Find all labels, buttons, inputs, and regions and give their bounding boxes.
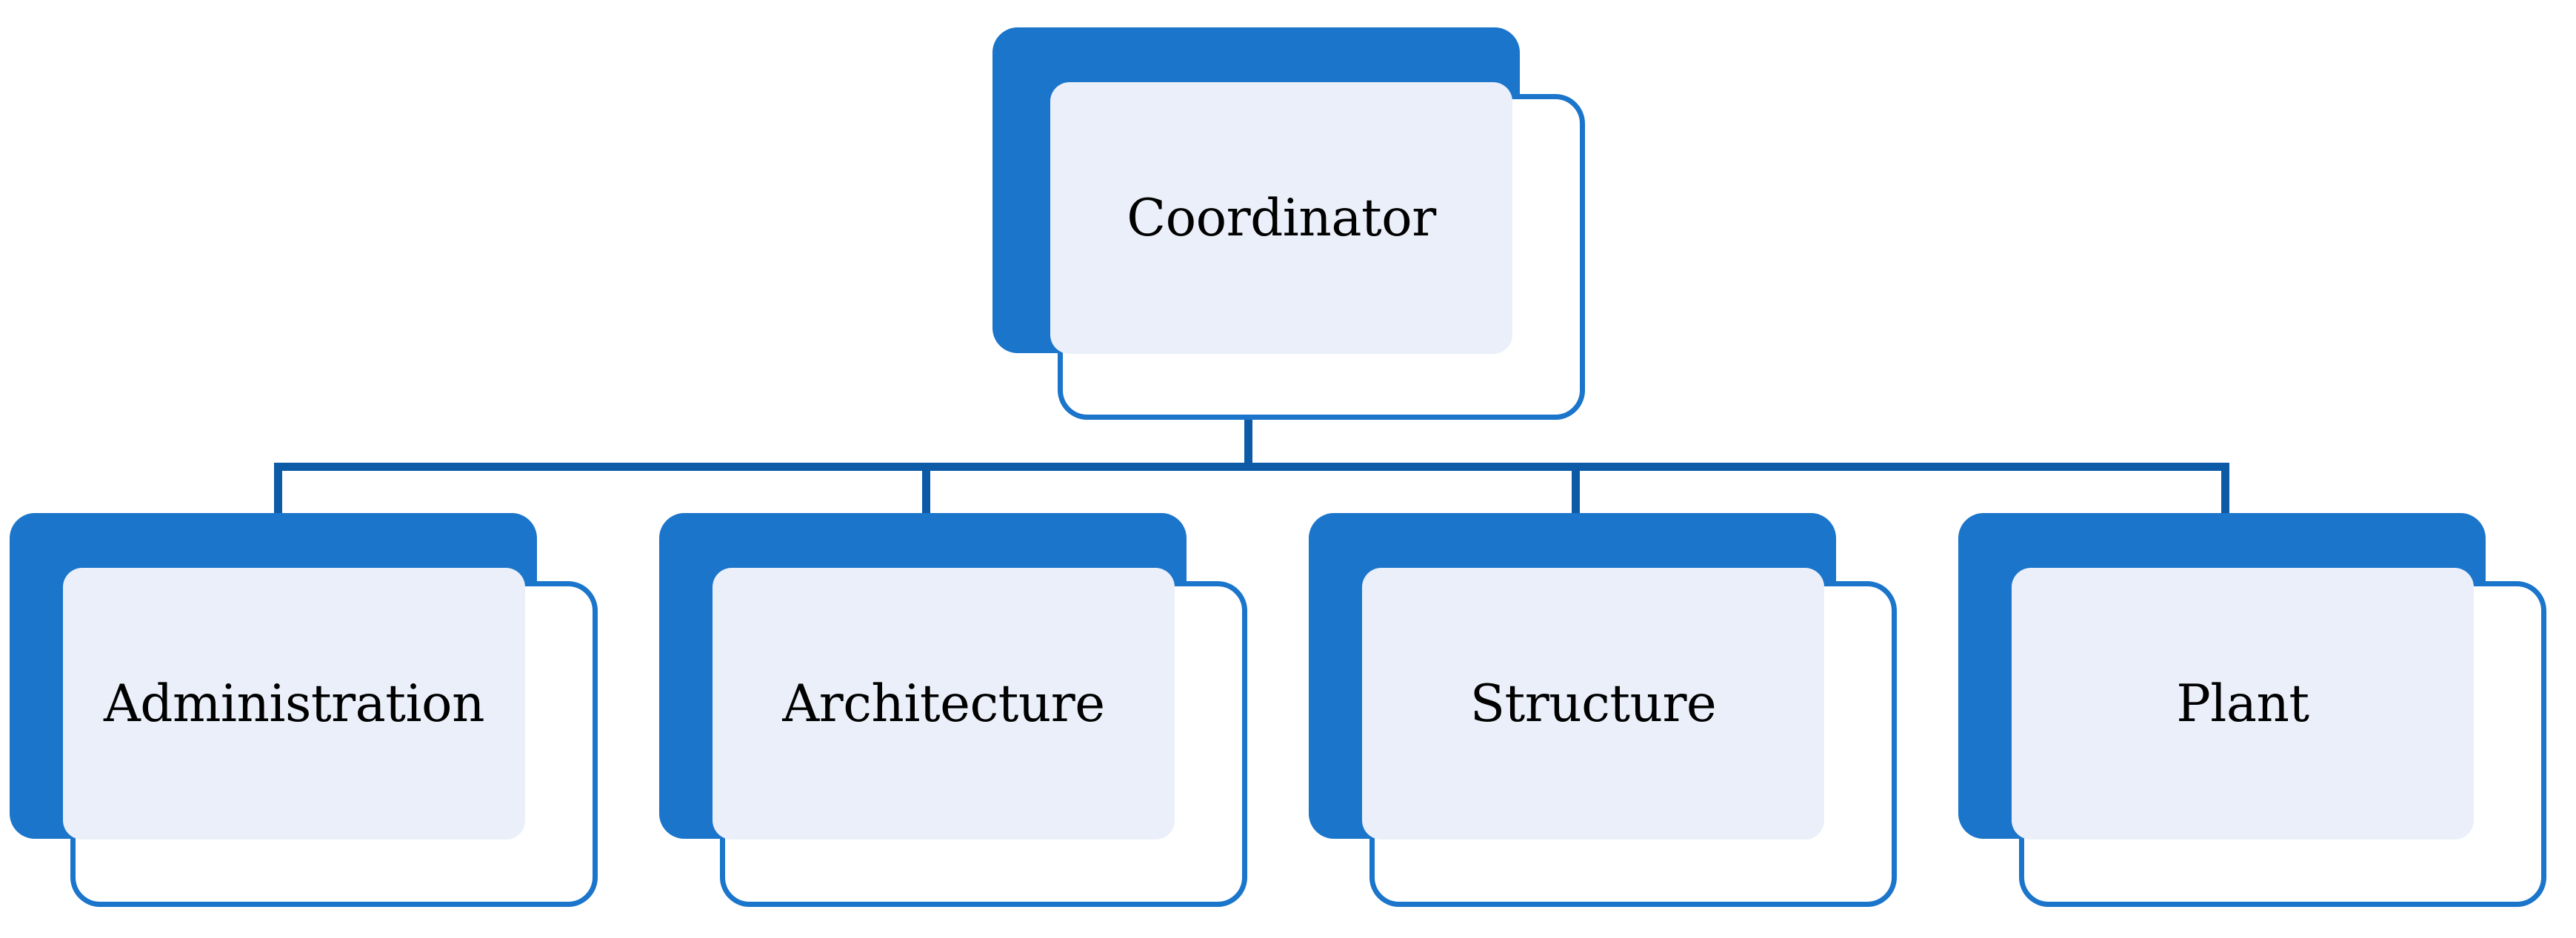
node-structure-face [1362,568,1824,840]
node-plant-face [2012,568,2474,840]
node-administration[interactable]: Administration [10,513,617,917]
node-architecture[interactable]: Architecture [659,513,1267,917]
node-administration-face [63,568,525,840]
node-plant-label: Plant [2176,674,2309,734]
node-plant[interactable]: Plant [1958,513,2566,917]
edge-horizontal-bus [274,463,2229,471]
node-structure-label: Structure [1469,674,1717,734]
edge-drop-architecture [922,463,930,515]
node-coordinator-face [1050,82,1512,354]
edge-drop-structure [1572,463,1580,515]
node-structure[interactable]: Structure [1309,513,1916,917]
node-architecture-label: Architecture [782,674,1105,734]
node-administration-label: Administration [103,674,485,734]
edge-drop-administration [274,463,282,515]
node-coordinator[interactable]: Coordinator [992,27,1585,420]
node-coordinator-label: Coordinator [1127,188,1436,248]
node-architecture-face [713,568,1175,840]
edge-drop-plant [2221,463,2229,515]
